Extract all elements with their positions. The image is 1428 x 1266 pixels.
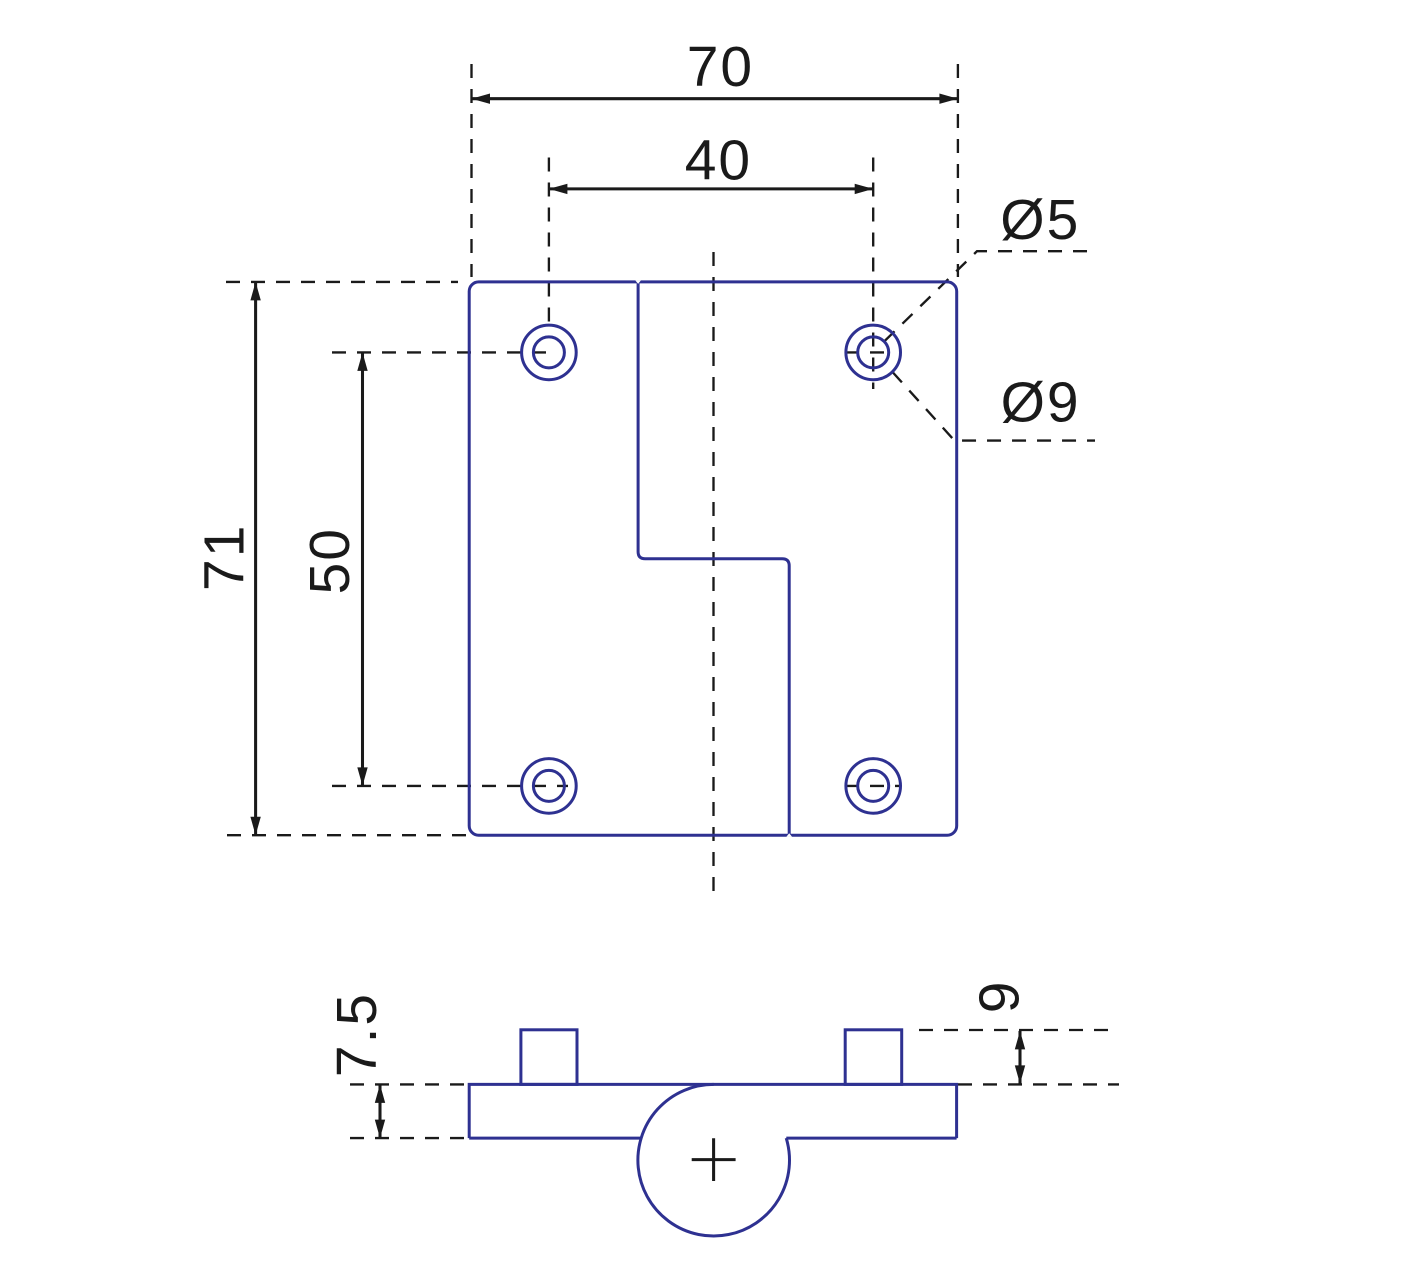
svg-text:9: 9 <box>968 980 1032 1014</box>
svg-text:71: 71 <box>192 524 256 591</box>
svg-text:Ø5: Ø5 <box>1000 188 1080 252</box>
svg-text:40: 40 <box>685 129 752 193</box>
svg-text:70: 70 <box>687 35 754 99</box>
svg-text:50: 50 <box>298 527 362 594</box>
svg-text:Ø9: Ø9 <box>1001 371 1081 435</box>
svg-text:7.5: 7.5 <box>325 992 389 1077</box>
